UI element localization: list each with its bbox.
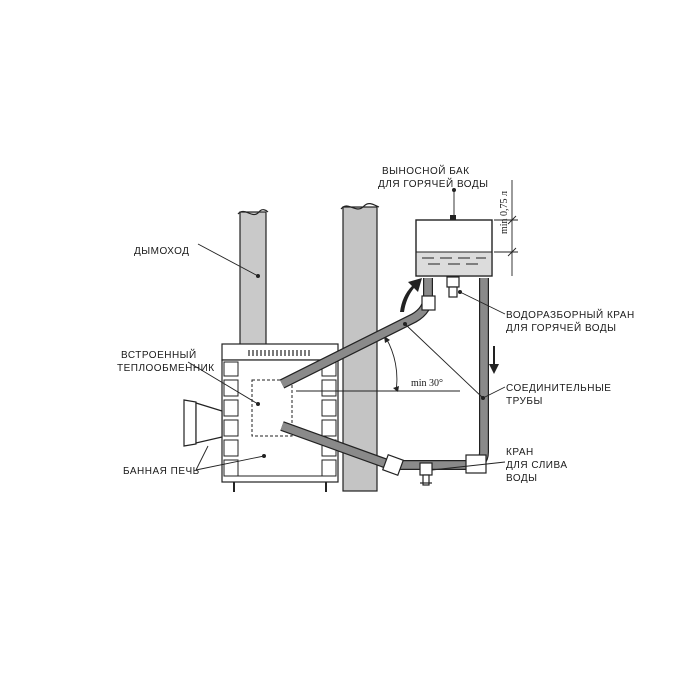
min-angle-label: min 30° bbox=[411, 378, 443, 389]
min-level-dimension bbox=[494, 180, 518, 276]
connecting-pipes bbox=[279, 278, 489, 477]
heat-exchanger-label-1: ВСТРОЕННЫЙ bbox=[121, 348, 197, 361]
drain-tap-label-1: КРАН bbox=[506, 447, 534, 458]
leader-dots bbox=[256, 188, 485, 458]
drain-tap-label-3: ВОДЫ bbox=[506, 473, 538, 484]
min-level-label: min 0,75 л bbox=[499, 191, 510, 234]
drain-tap bbox=[419, 462, 433, 486]
leader-lines bbox=[187, 243, 506, 471]
hot-tap-label-2: ДЛЯ ГОРЯЧЕЙ ВОДЫ bbox=[506, 321, 616, 334]
drain-tap-label-2: ДЛЯ СЛИВА bbox=[506, 460, 567, 471]
chimney bbox=[237, 209, 269, 347]
flow-arrow-down bbox=[489, 346, 499, 374]
tank-label-1: ВЫНОСНОЙ БАК bbox=[382, 164, 470, 177]
heat-exchanger-label-2: ТЕПЛООБМЕННИК bbox=[117, 363, 215, 374]
chimney-label: ДЫМОХОД bbox=[134, 246, 189, 257]
firebox-tube bbox=[183, 399, 223, 447]
heat-exchanger bbox=[251, 379, 293, 437]
water-tank bbox=[415, 215, 493, 277]
top-vents bbox=[248, 350, 310, 356]
stove-label: БАННАЯ ПЕЧЬ bbox=[123, 466, 200, 477]
pipes-label-1: СОЕДИНИТЕЛЬНЫЕ bbox=[506, 383, 611, 394]
hot-tap-label-1: ВОДОРАЗБОРНЫЙ КРАН bbox=[506, 308, 635, 321]
flow-arrow-up bbox=[400, 278, 422, 312]
hot-water-tap bbox=[446, 276, 460, 298]
cladding-left bbox=[223, 361, 239, 477]
tank-label-2: ДЛЯ ГОРЯЧЕЙ ВОДЫ bbox=[378, 177, 488, 190]
pipes-label-2: ТРУБЫ bbox=[506, 396, 543, 407]
angle-indicator bbox=[296, 336, 460, 392]
sauna-stove bbox=[183, 343, 339, 492]
